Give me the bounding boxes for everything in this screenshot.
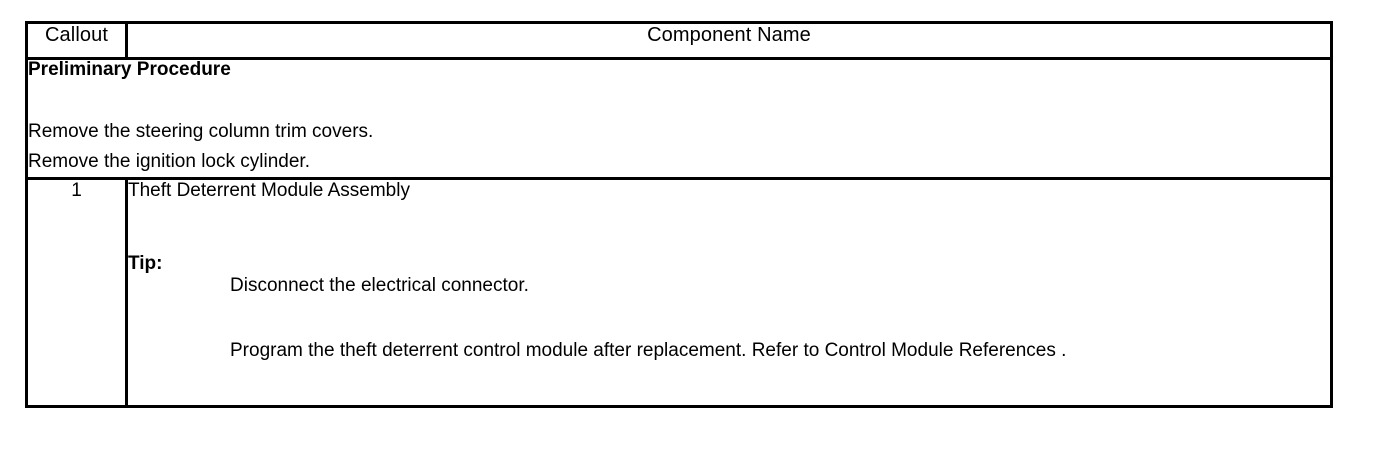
callout-number-cell: 1 xyxy=(25,177,128,409)
preliminary-step-2: Remove the ignition lock cylinder. xyxy=(28,151,310,173)
tip-item-list: Disconnect the electrical connector. Pro… xyxy=(128,275,1330,362)
table-header-row: Callout Component Name xyxy=(25,21,1333,60)
vertical-spacer xyxy=(28,82,1330,117)
tip-item: Disconnect the electrical connector. xyxy=(230,274,529,296)
column-header-callout: Callout xyxy=(25,21,128,60)
vertical-spacer xyxy=(128,202,1330,253)
tip-label: Tip: xyxy=(128,252,163,274)
preliminary-procedure-row: Preliminary Procedure Remove the steerin… xyxy=(25,56,1333,181)
component-name-text: Theft Deterrent Module Assembly xyxy=(128,180,410,202)
preliminary-procedure-title: Preliminary Procedure xyxy=(28,59,231,80)
service-procedure-table: Callout Component Name Preliminary Proce… xyxy=(25,21,1333,409)
column-header-component-name: Component Name xyxy=(125,21,1333,60)
tip-item: Program the theft deterrent control modu… xyxy=(230,339,1067,361)
table-row: 1 Theft Deterrent Module Assembly Tip: D… xyxy=(25,177,1333,409)
preliminary-step-1: Remove the steering column trim covers. xyxy=(28,121,374,142)
preliminary-procedure-cell: Preliminary Procedure Remove the steerin… xyxy=(25,56,1333,181)
component-description-cell: Theft Deterrent Module Assembly Tip: Dis… xyxy=(125,177,1333,409)
vertical-spacer xyxy=(128,297,1330,340)
